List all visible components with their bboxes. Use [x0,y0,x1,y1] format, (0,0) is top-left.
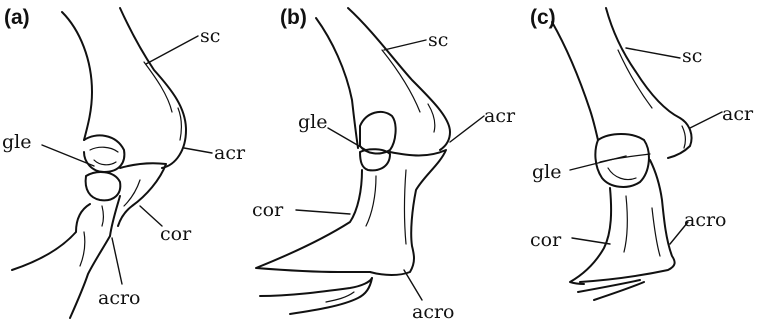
panel-a-cor-label: cor [160,223,192,245]
panel-a-bone-drawing [12,8,186,318]
panel-b-sc-label: sc [428,29,448,51]
panel-a-sc-label: sc [200,25,220,47]
panel-a-gle-label: gle [2,131,31,153]
panel-c-acro-label: acro [684,209,727,231]
panel-a-acr-leader [184,148,212,153]
panel-b-acro-label: acro [412,301,455,323]
panel-a-cor-leader [140,206,162,226]
panel-b-acro-leader [404,270,422,300]
panel-c-letter: (c) [530,6,556,29]
panel-b-acr-leader [450,116,484,142]
panel-c-bone-drawing [552,8,692,300]
panel-a-acro-label: acro [98,287,141,309]
panel-b-bone-drawing [256,8,450,314]
panel-c-cor-leader [572,238,610,244]
panel-b-sc-leader [384,40,426,50]
panel-a-acro-leader [112,238,122,284]
panel-c-gle-label: gle [532,161,561,183]
panel-c-cor-label: cor [530,229,562,251]
panel-a-sc-leader [146,36,198,64]
panel-a-gle-leader [42,145,94,166]
panel-a-letter: (a) [4,6,30,29]
panel-c-acr-label: acr [722,103,754,125]
panel-b-acr-label: acr [484,105,516,127]
panel-a-acr-label: acr [214,142,246,164]
panel-c-sc-leader [626,48,680,58]
panel-c: (c) sc acr gle cor a [530,6,754,300]
panel-a: (a) sc gle acr [2,6,246,318]
panel-b-letter: (b) [280,6,307,29]
panel-b: (b) sc gle acr cor a [252,6,516,323]
panel-c-acr-leader [690,112,722,128]
panel-c-sc-label: sc [682,45,702,67]
panel-b-cor-leader [296,210,350,214]
panel-b-gle-label: gle [298,111,327,133]
panel-b-cor-label: cor [252,199,284,221]
